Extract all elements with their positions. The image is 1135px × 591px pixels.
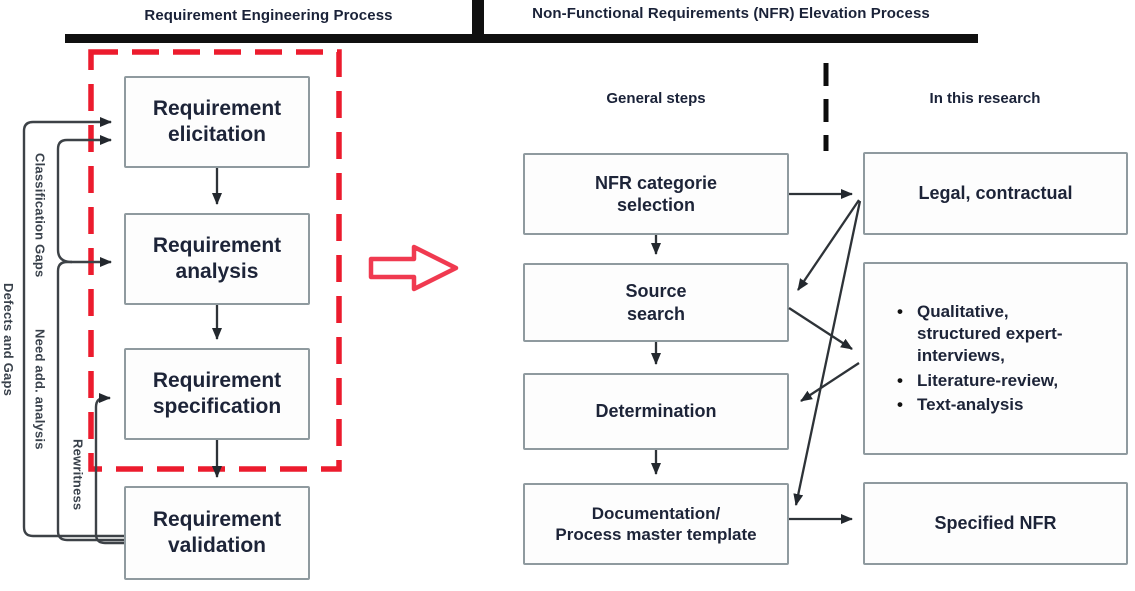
big-transition-arrow-icon (368, 244, 459, 292)
requirement-specification-box: Requirement specification (124, 348, 310, 440)
classification-gaps-loop (56, 135, 112, 264)
determination-box: Determination (523, 373, 789, 450)
general-steps-header: General steps (606, 90, 706, 107)
specified-nfr-box: Specified NFR (863, 482, 1128, 565)
list-item: • Literature-review, (883, 370, 1116, 392)
documentation-template-box: Documentation/ Process master template (523, 483, 789, 565)
nfr-categorie-selection-box: NFR categorie selection (523, 153, 789, 235)
panel-divider-bar (472, 0, 484, 43)
requirement-analysis-box: Requirement analysis (124, 213, 310, 305)
bullet-icon: • (897, 302, 903, 322)
bullet-icon: • (897, 370, 903, 390)
in-this-research-header: In this research (929, 90, 1041, 107)
bullet-icon: • (897, 394, 903, 414)
method-text-analysis: Text-analysis (917, 394, 1024, 414)
rewritness-loop (94, 393, 124, 545)
legal-contractual-box: Legal, contractual (863, 152, 1128, 235)
header-underline-bar (65, 34, 978, 43)
need-add-analysis-loop (56, 257, 124, 542)
right-panel-title: Non-Functional Requirements (NFR) Elevat… (532, 5, 930, 22)
requirement-elicitation-box: Requirement elicitation (124, 76, 310, 168)
list-item: • Text-analysis (883, 394, 1116, 416)
rewritness-label: Rewritness (70, 438, 86, 511)
methods-list-box: • Qualitative, structured expert- interv… (863, 262, 1128, 455)
method-literature-review: Literature-review, (917, 370, 1059, 390)
left-panel-title: Requirement Engineering Process (144, 7, 393, 24)
method-qualitative-interviews: Qualitative, structured expert- intervie… (917, 302, 1063, 366)
defects-and-gaps-label: Defects and Gaps (1, 283, 16, 397)
need-add-analysis-label: Need add. analysis (32, 328, 48, 450)
list-item: • Qualitative, structured expert- interv… (883, 301, 1116, 367)
source-search-box: Source search (523, 263, 789, 342)
requirement-validation-box: Requirement validation (124, 486, 310, 580)
classification-gaps-label: Classification Gaps (32, 153, 48, 278)
